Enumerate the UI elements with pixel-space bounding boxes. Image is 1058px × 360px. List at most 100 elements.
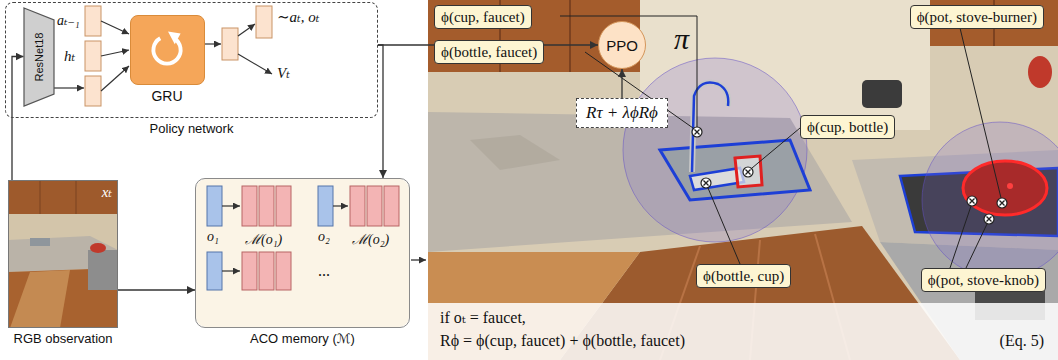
node-text: if oₜ = faucet,	[440, 308, 526, 327]
policy-internals-part	[85, 76, 101, 106]
node-text: GRU	[71, 88, 264, 104]
policy-internals-part	[205, 43, 221, 44]
contact-marker-part-part	[984, 214, 994, 224]
node-subtext: RGB observation	[0, 331, 177, 346]
contact-marker-part-part	[987, 217, 992, 222]
policy-internals-part	[238, 24, 255, 36]
relation-tag: ϕ(cup, faucet)	[434, 5, 532, 29]
memory-contents-part	[207, 186, 222, 226]
contact-marker-part-part	[997, 198, 1007, 208]
contact-marker-part-part	[743, 167, 753, 177]
observation-image	[8, 180, 118, 328]
hidden-state-label: hₜ	[64, 47, 75, 65]
contact-marker-part	[692, 127, 702, 137]
policy-internals-part	[101, 50, 129, 56]
node-text: PPO	[606, 37, 638, 54]
memory-contents-part	[333, 205, 348, 206]
output-label: ∼aₜ, oₜ	[277, 8, 319, 26]
contact-marker-part-part	[701, 178, 711, 188]
memory-contents-part	[259, 186, 274, 226]
contact-marker-part-part	[1000, 201, 1005, 206]
kitchen-scene-part	[428, 0, 1058, 360]
memory-contents-part	[318, 186, 333, 226]
memory-key-label: o₁	[207, 229, 219, 245]
kitchen-scene-part	[1028, 56, 1052, 88]
observation-image-part	[8, 180, 118, 214]
memory-contents-part	[222, 270, 240, 271]
relation-tag: ϕ(bottle, faucet)	[434, 40, 544, 64]
policy-symbol: π	[674, 22, 689, 56]
ppo-circle: PPO	[598, 21, 646, 69]
contact-marker-part-part	[970, 199, 975, 204]
memory-value-label: ℳ(o₁)	[245, 229, 282, 248]
node-text: ϕ(bottle, cup)	[703, 266, 784, 286]
contact-marker-part	[743, 167, 753, 177]
recurrence-symbol	[131, 16, 204, 84]
reward-box: Rτ + λϕRϕ	[576, 98, 668, 128]
observation-image-part	[90, 243, 106, 253]
memory-contents-part	[222, 205, 240, 206]
node-text: ϕ(cup, faucet)	[441, 7, 525, 27]
encoder-trapezoid: ResNet18	[24, 8, 54, 106]
policy-internals-part	[222, 28, 238, 60]
policy-internals	[54, 6, 272, 106]
memory-contents-part	[196, 179, 409, 327]
policy-internals-part	[238, 54, 272, 74]
observation-image-part	[30, 238, 50, 246]
memory-value-label: ℳ(o₂)	[352, 229, 389, 248]
flow-arrow	[118, 289, 195, 290]
memory-to-scene-arrow-part	[411, 259, 426, 260]
memory-contents-part	[242, 186, 257, 226]
node-text: ϕ(bottle, faucet)	[441, 42, 537, 62]
memory-box: ACO memory (ℳ)	[195, 178, 410, 328]
memory-contents-part	[259, 252, 274, 290]
kitchen-scene-part	[963, 161, 1047, 215]
leader-line-part	[560, 16, 697, 127]
relation-tag: ϕ(pot, stove-burner)	[910, 5, 1044, 29]
kitchen-scene-part	[922, 122, 1058, 278]
node-subtext: Rϕ = ϕ(cup, faucet) + ϕ(bottle, faucet)	[440, 332, 685, 350]
action-label: aₜ₋₁	[57, 12, 80, 29]
kitchen-scene-part	[862, 80, 902, 108]
leader-line-part	[950, 206, 971, 268]
leader-line-part	[960, 28, 1001, 198]
contact-marker-part	[701, 178, 711, 188]
relation-tag: ϕ(bottle, cup)	[696, 264, 791, 288]
node-text: xₜ	[102, 183, 112, 201]
leader-line-part	[585, 52, 693, 128]
relation-tag: ϕ(cup, bottle)	[800, 115, 895, 139]
leader-line	[560, 16, 1001, 268]
node-subtext: (Eq. 5)	[1000, 332, 1044, 350]
observation-frame: xₜRGB observation	[8, 180, 118, 328]
memory-contents-part	[276, 186, 291, 226]
value-label: Vₜ	[277, 64, 290, 82]
observation-image-part	[40, 180, 41, 214]
memory-contents-part	[350, 186, 365, 226]
node-text: ACO memory (ℳ)	[136, 331, 469, 346]
contact-marker-part-part	[746, 170, 751, 175]
memory-contents-part	[384, 186, 399, 226]
contact-marker-part-part	[692, 127, 702, 137]
memory-contents-part	[367, 186, 382, 226]
kitchen-scene-part	[660, 140, 810, 200]
equation-band: if oₜ = faucet, Rϕ = ϕ(cup, faucet) + ϕ(b…	[428, 303, 1058, 360]
kitchen-scene-part	[470, 135, 560, 170]
relation-tag: ϕ(pot, stove-knob)	[921, 268, 1046, 292]
kitchen-scene-part	[660, 140, 810, 200]
node-text: ϕ(cup, bottle)	[807, 117, 888, 137]
observation-image-part	[76, 180, 77, 214]
policy-internals-part	[101, 66, 129, 91]
memory-contents-part	[276, 252, 291, 290]
policy-internals-part	[101, 21, 129, 34]
contact-marker-part-part	[704, 181, 709, 186]
policy-internals-part	[256, 6, 272, 38]
policy-internals-part	[85, 41, 101, 71]
node-text: Policy network	[0, 121, 437, 136]
kitchen-scene-part	[735, 156, 762, 187]
contact-marker-part	[984, 214, 994, 224]
kitchen-scene	[428, 0, 1058, 360]
flow-arrow	[621, 69, 622, 98]
kitchen-scene-part	[1007, 183, 1013, 189]
